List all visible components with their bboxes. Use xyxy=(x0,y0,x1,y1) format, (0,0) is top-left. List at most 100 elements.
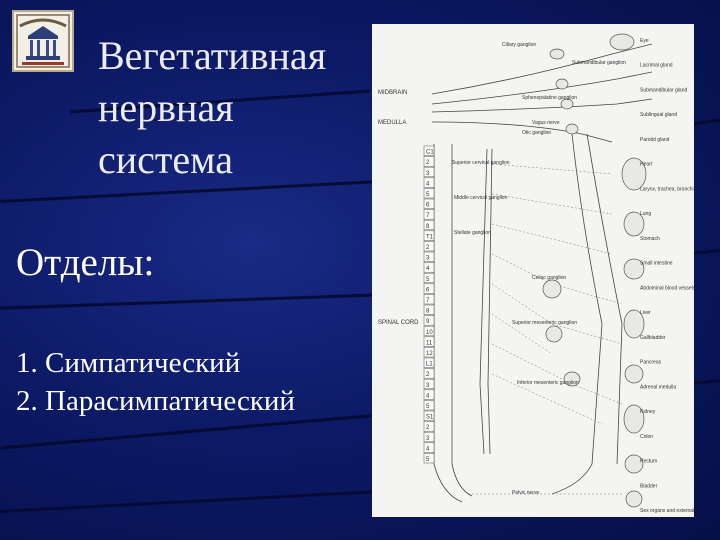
list-number: 2. xyxy=(16,385,38,417)
list-text: Парасимпатический xyxy=(45,385,295,417)
segment-box xyxy=(423,262,435,273)
ganglion-label: Submandibular ganglion xyxy=(572,60,626,66)
ganglion-label: Otic ganglion xyxy=(522,130,551,136)
segment-box xyxy=(423,389,435,400)
segment-box xyxy=(423,294,435,305)
segment-label: 2 xyxy=(426,372,430,378)
cns-label: MEDULLA xyxy=(378,120,406,126)
segment-label: 5 xyxy=(426,457,430,463)
segment-label: 4 xyxy=(426,266,430,272)
slide-subtitle: Отделы: xyxy=(16,241,155,284)
segment-box xyxy=(423,378,435,390)
cns-label: MIDBRAIN xyxy=(378,90,407,96)
ganglion-label: Superior mesenteric ganglion xyxy=(512,320,577,326)
segment-label: 4 xyxy=(426,181,430,187)
title-line: нервная xyxy=(98,85,234,130)
segment-box xyxy=(423,421,435,432)
segment-box xyxy=(423,325,435,337)
segment-label: 3 xyxy=(426,436,430,442)
organ-label: Submandibular gland xyxy=(640,87,687,93)
organ-label: Gallbladder xyxy=(640,335,666,341)
segment-label: 8 xyxy=(426,309,430,315)
segment-label: T1 xyxy=(426,234,434,240)
segment-box xyxy=(423,145,435,156)
segment-label: 2 xyxy=(426,160,430,166)
organ-label: Colon xyxy=(640,434,653,440)
segment-box xyxy=(423,304,435,315)
segment-label: 3 xyxy=(426,256,430,262)
list-item: 2. Парасимпатический xyxy=(16,382,295,420)
segment-label: 3 xyxy=(426,383,430,389)
organ-label: Stomach xyxy=(640,236,660,242)
organ-label: Heart xyxy=(640,162,653,168)
segment-label: 5 xyxy=(426,192,430,198)
organ-label: Rectum xyxy=(640,459,657,465)
segment-label: 5 xyxy=(426,277,430,283)
segment-label: 11 xyxy=(426,340,433,346)
segment-box xyxy=(423,347,435,358)
cns-labels: MIDBRAIN MEDULLA SPINAL CORD xyxy=(378,90,419,326)
list-number: 1. xyxy=(16,347,38,379)
organ-label: Lacrimal gland xyxy=(640,63,673,69)
segment-label: 7 xyxy=(426,213,430,219)
ganglion-label: Superior cervical ganglion xyxy=(452,160,510,166)
segment-label: 4 xyxy=(426,393,430,399)
segment-label: 6 xyxy=(426,287,430,293)
organ-label: Liver xyxy=(640,310,651,316)
organ-label: Parotid gland xyxy=(640,137,670,143)
segment-box xyxy=(423,368,435,379)
segment-label: 8 xyxy=(426,224,430,230)
list-item: 1. Симпатический xyxy=(16,344,295,382)
segment-box xyxy=(423,188,435,199)
organ-label: Abdominal blood vessels xyxy=(640,285,694,291)
segment-box xyxy=(423,453,435,464)
segment-box xyxy=(423,230,435,241)
segment-box xyxy=(423,156,435,167)
segment-label: 9 xyxy=(426,319,430,325)
segment-box xyxy=(423,272,435,284)
segment-box xyxy=(423,166,435,178)
segment-label: 2 xyxy=(426,425,430,431)
segment-label: 3 xyxy=(426,171,430,177)
segment-label: 2 xyxy=(426,245,430,251)
cns-label: SPINAL CORD xyxy=(378,320,419,326)
segment-box xyxy=(423,410,435,421)
organ-label: Kidney xyxy=(640,409,656,415)
slide-title: Вегетативная нервная система xyxy=(98,30,358,186)
segment-label: 10 xyxy=(426,330,433,336)
ganglion-label: Inferior mesenteric ganglion xyxy=(517,380,579,386)
segment-label: 5 xyxy=(426,404,430,410)
segment-box xyxy=(423,431,435,443)
organ-label: Sex organs and external genitalia xyxy=(640,508,694,514)
segment-box xyxy=(423,283,435,294)
title-line: система xyxy=(98,137,233,182)
organ-label: Larynx, trachea, bronchi xyxy=(640,186,694,192)
segment-box xyxy=(423,209,435,220)
segment-box xyxy=(423,336,435,347)
organ-label: Small intestine xyxy=(640,261,673,267)
segment-box xyxy=(423,357,435,368)
segment-label: 4 xyxy=(426,446,430,452)
organ-label: Sublingual gland xyxy=(640,112,677,118)
segment-label: C1 xyxy=(426,150,434,156)
segment-box xyxy=(423,315,435,326)
segment-box xyxy=(423,251,435,262)
segment-label: 7 xyxy=(426,298,430,304)
divisions-list: 1. Симпатический 2. Парасимпатический xyxy=(16,344,295,420)
ganglion-label: Middle cervical ganglion xyxy=(454,195,508,201)
segment-label: 6 xyxy=(426,203,430,209)
title-line: Вегетативная xyxy=(98,33,327,78)
ganglion-label: Pelvic nerve xyxy=(512,490,539,496)
segment-box xyxy=(423,400,435,411)
organ-label: Adrenal medulla xyxy=(640,384,676,390)
segment-label: L1 xyxy=(426,362,433,368)
ganglion-label: Ciliary ganglion xyxy=(502,42,536,48)
ganglion-label: Vagus nerve xyxy=(532,120,560,126)
segment-box xyxy=(423,442,435,453)
segment-box xyxy=(423,177,435,188)
organ-label: Pancreas xyxy=(640,360,662,366)
